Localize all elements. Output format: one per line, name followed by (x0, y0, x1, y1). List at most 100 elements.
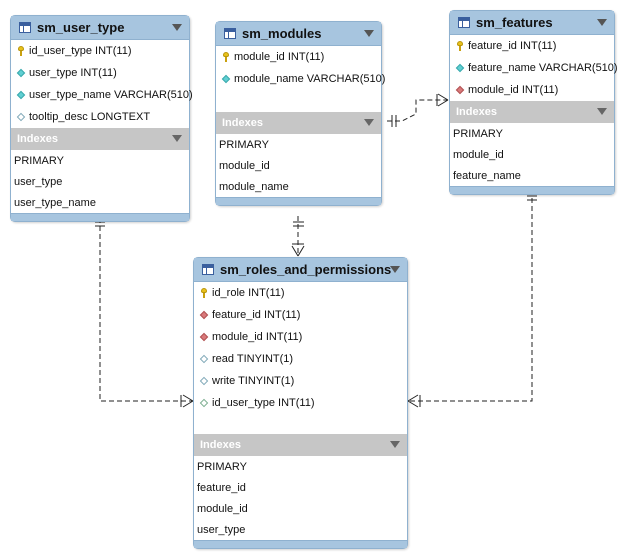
index-row[interactable]: PRIMARY (197, 460, 247, 473)
entity-header[interactable]: sm_roles_and_permissions (194, 258, 407, 282)
primary-key-icon (199, 288, 209, 298)
column-text: module_id INT(11) (212, 331, 303, 343)
indexes-header[interactable]: Indexes (194, 434, 407, 456)
table-icon (202, 264, 214, 275)
index-row[interactable]: module_id (453, 148, 504, 161)
index-row[interactable]: user_type (197, 523, 246, 536)
column-row[interactable]: module_id INT(11) (216, 46, 381, 68)
entity-footer (450, 186, 614, 194)
many-marker (407, 394, 419, 402)
column-row[interactable]: module_id INT(11) (194, 326, 407, 348)
column-text: id_user_type INT(11) (212, 397, 315, 409)
relationship-modules-features[interactable] (387, 99, 448, 122)
collapse-arrow-icon[interactable] (390, 441, 400, 448)
entity-footer (11, 213, 189, 221)
many-marker (437, 93, 449, 101)
column-text: id_user_type INT(11) (29, 45, 132, 57)
column-row[interactable]: read TINYINT(1) (194, 348, 407, 370)
many-marker (407, 400, 419, 408)
column-row[interactable]: id_user_type INT(11) (11, 40, 189, 62)
nullable-column-icon (199, 354, 209, 364)
collapse-arrow-icon[interactable] (172, 135, 182, 142)
index-row[interactable]: feature_name (453, 169, 521, 182)
table-icon (224, 28, 236, 39)
entity-header[interactable]: sm_modules (216, 22, 381, 46)
table-icon (458, 17, 470, 28)
column-row[interactable]: id_role INT(11) (194, 282, 407, 304)
entity-sm-modules[interactable]: sm_modules module_id INT(11) module_name… (215, 21, 385, 206)
column-text: id_role INT(11) (212, 287, 285, 299)
column-row[interactable]: user_type_name VARCHAR(510) (11, 84, 193, 106)
primary-key-icon (16, 46, 26, 56)
many-marker (437, 99, 449, 107)
index-row[interactable]: user_type (14, 175, 63, 188)
column-row[interactable]: module_name VARCHAR(510) (216, 68, 385, 90)
column-text: user_type INT(11) (29, 67, 117, 79)
column-text: feature_name VARCHAR(510) (468, 62, 618, 74)
index-row[interactable]: module_name (219, 180, 289, 193)
collapse-arrow-icon[interactable] (172, 24, 182, 31)
many-marker (291, 245, 299, 257)
column-text: module_id INT(11) (468, 84, 559, 96)
index-row[interactable]: PRIMARY (219, 138, 269, 151)
foreign-key-icon (199, 332, 209, 342)
index-row[interactable]: PRIMARY (453, 127, 503, 140)
entity-title: sm_user_type (37, 20, 125, 35)
relationship-usertype-roles[interactable] (99, 218, 193, 402)
collapse-arrow-icon[interactable] (597, 19, 607, 26)
column-icon (221, 74, 231, 84)
column-row[interactable]: feature_id INT(11) (450, 35, 614, 57)
column-text: feature_id INT(11) (468, 40, 557, 52)
entity-header[interactable]: sm_features (450, 11, 614, 35)
entity-title: sm_features (476, 15, 553, 30)
collapse-arrow-icon[interactable] (390, 266, 400, 273)
nullable-column-icon (16, 112, 26, 122)
nullable-foreign-key-icon (199, 398, 209, 408)
index-row[interactable]: feature_id (197, 481, 246, 494)
entity-sm-features[interactable]: sm_features feature_id INT(11) feature_n… (449, 10, 618, 195)
many-marker (182, 394, 194, 402)
column-text: module_name VARCHAR(510) (234, 73, 386, 85)
indexes-header[interactable]: Indexes (216, 112, 381, 134)
entity-title: sm_modules (242, 26, 322, 41)
index-row[interactable]: PRIMARY (14, 154, 64, 167)
many-marker (297, 245, 305, 257)
many-marker (182, 400, 194, 408)
column-icon (455, 63, 465, 73)
column-row[interactable]: id_user_type INT(11) (194, 392, 407, 414)
entity-sm-roles-and-permissions[interactable]: sm_roles_and_permissions id_role INT(11)… (193, 257, 408, 549)
entity-sm-user-type[interactable]: sm_user_type id_user_type INT(11) user_t… (10, 15, 193, 222)
entity-footer (194, 540, 407, 548)
nullable-column-icon (199, 376, 209, 386)
foreign-key-icon (199, 310, 209, 320)
column-row[interactable]: tooltip_desc LONGTEXT (11, 106, 189, 128)
indexes-label: Indexes (200, 439, 241, 451)
column-row[interactable]: module_id INT(11) (450, 79, 614, 101)
column-text: module_id INT(11) (234, 51, 325, 63)
column-row[interactable]: write TINYINT(1) (194, 370, 407, 392)
table-icon (19, 22, 31, 33)
column-icon (16, 90, 26, 100)
entity-title: sm_roles_and_permissions (220, 262, 392, 277)
index-row[interactable]: module_id (197, 502, 248, 515)
index-row[interactable]: module_id (219, 159, 270, 172)
column-row[interactable]: user_type INT(11) (11, 62, 189, 84)
column-text: tooltip_desc LONGTEXT (29, 111, 151, 123)
entity-footer (216, 197, 381, 205)
column-row[interactable]: feature_id INT(11) (194, 304, 407, 326)
indexes-header[interactable]: Indexes (450, 101, 614, 123)
collapse-arrow-icon[interactable] (364, 30, 374, 37)
indexes-header[interactable]: Indexes (11, 128, 189, 150)
relationship-features-roles[interactable] (408, 190, 533, 402)
spacer (194, 414, 407, 434)
index-row[interactable]: user_type_name (14, 196, 96, 209)
indexes-label: Indexes (17, 133, 58, 145)
collapse-arrow-icon[interactable] (597, 108, 607, 115)
column-text: write TINYINT(1) (212, 375, 295, 387)
indexes-label: Indexes (456, 106, 497, 118)
entity-header[interactable]: sm_user_type (11, 16, 189, 40)
column-row[interactable]: feature_name VARCHAR(510) (450, 57, 618, 79)
indexes-label: Indexes (222, 117, 263, 129)
collapse-arrow-icon[interactable] (364, 119, 374, 126)
